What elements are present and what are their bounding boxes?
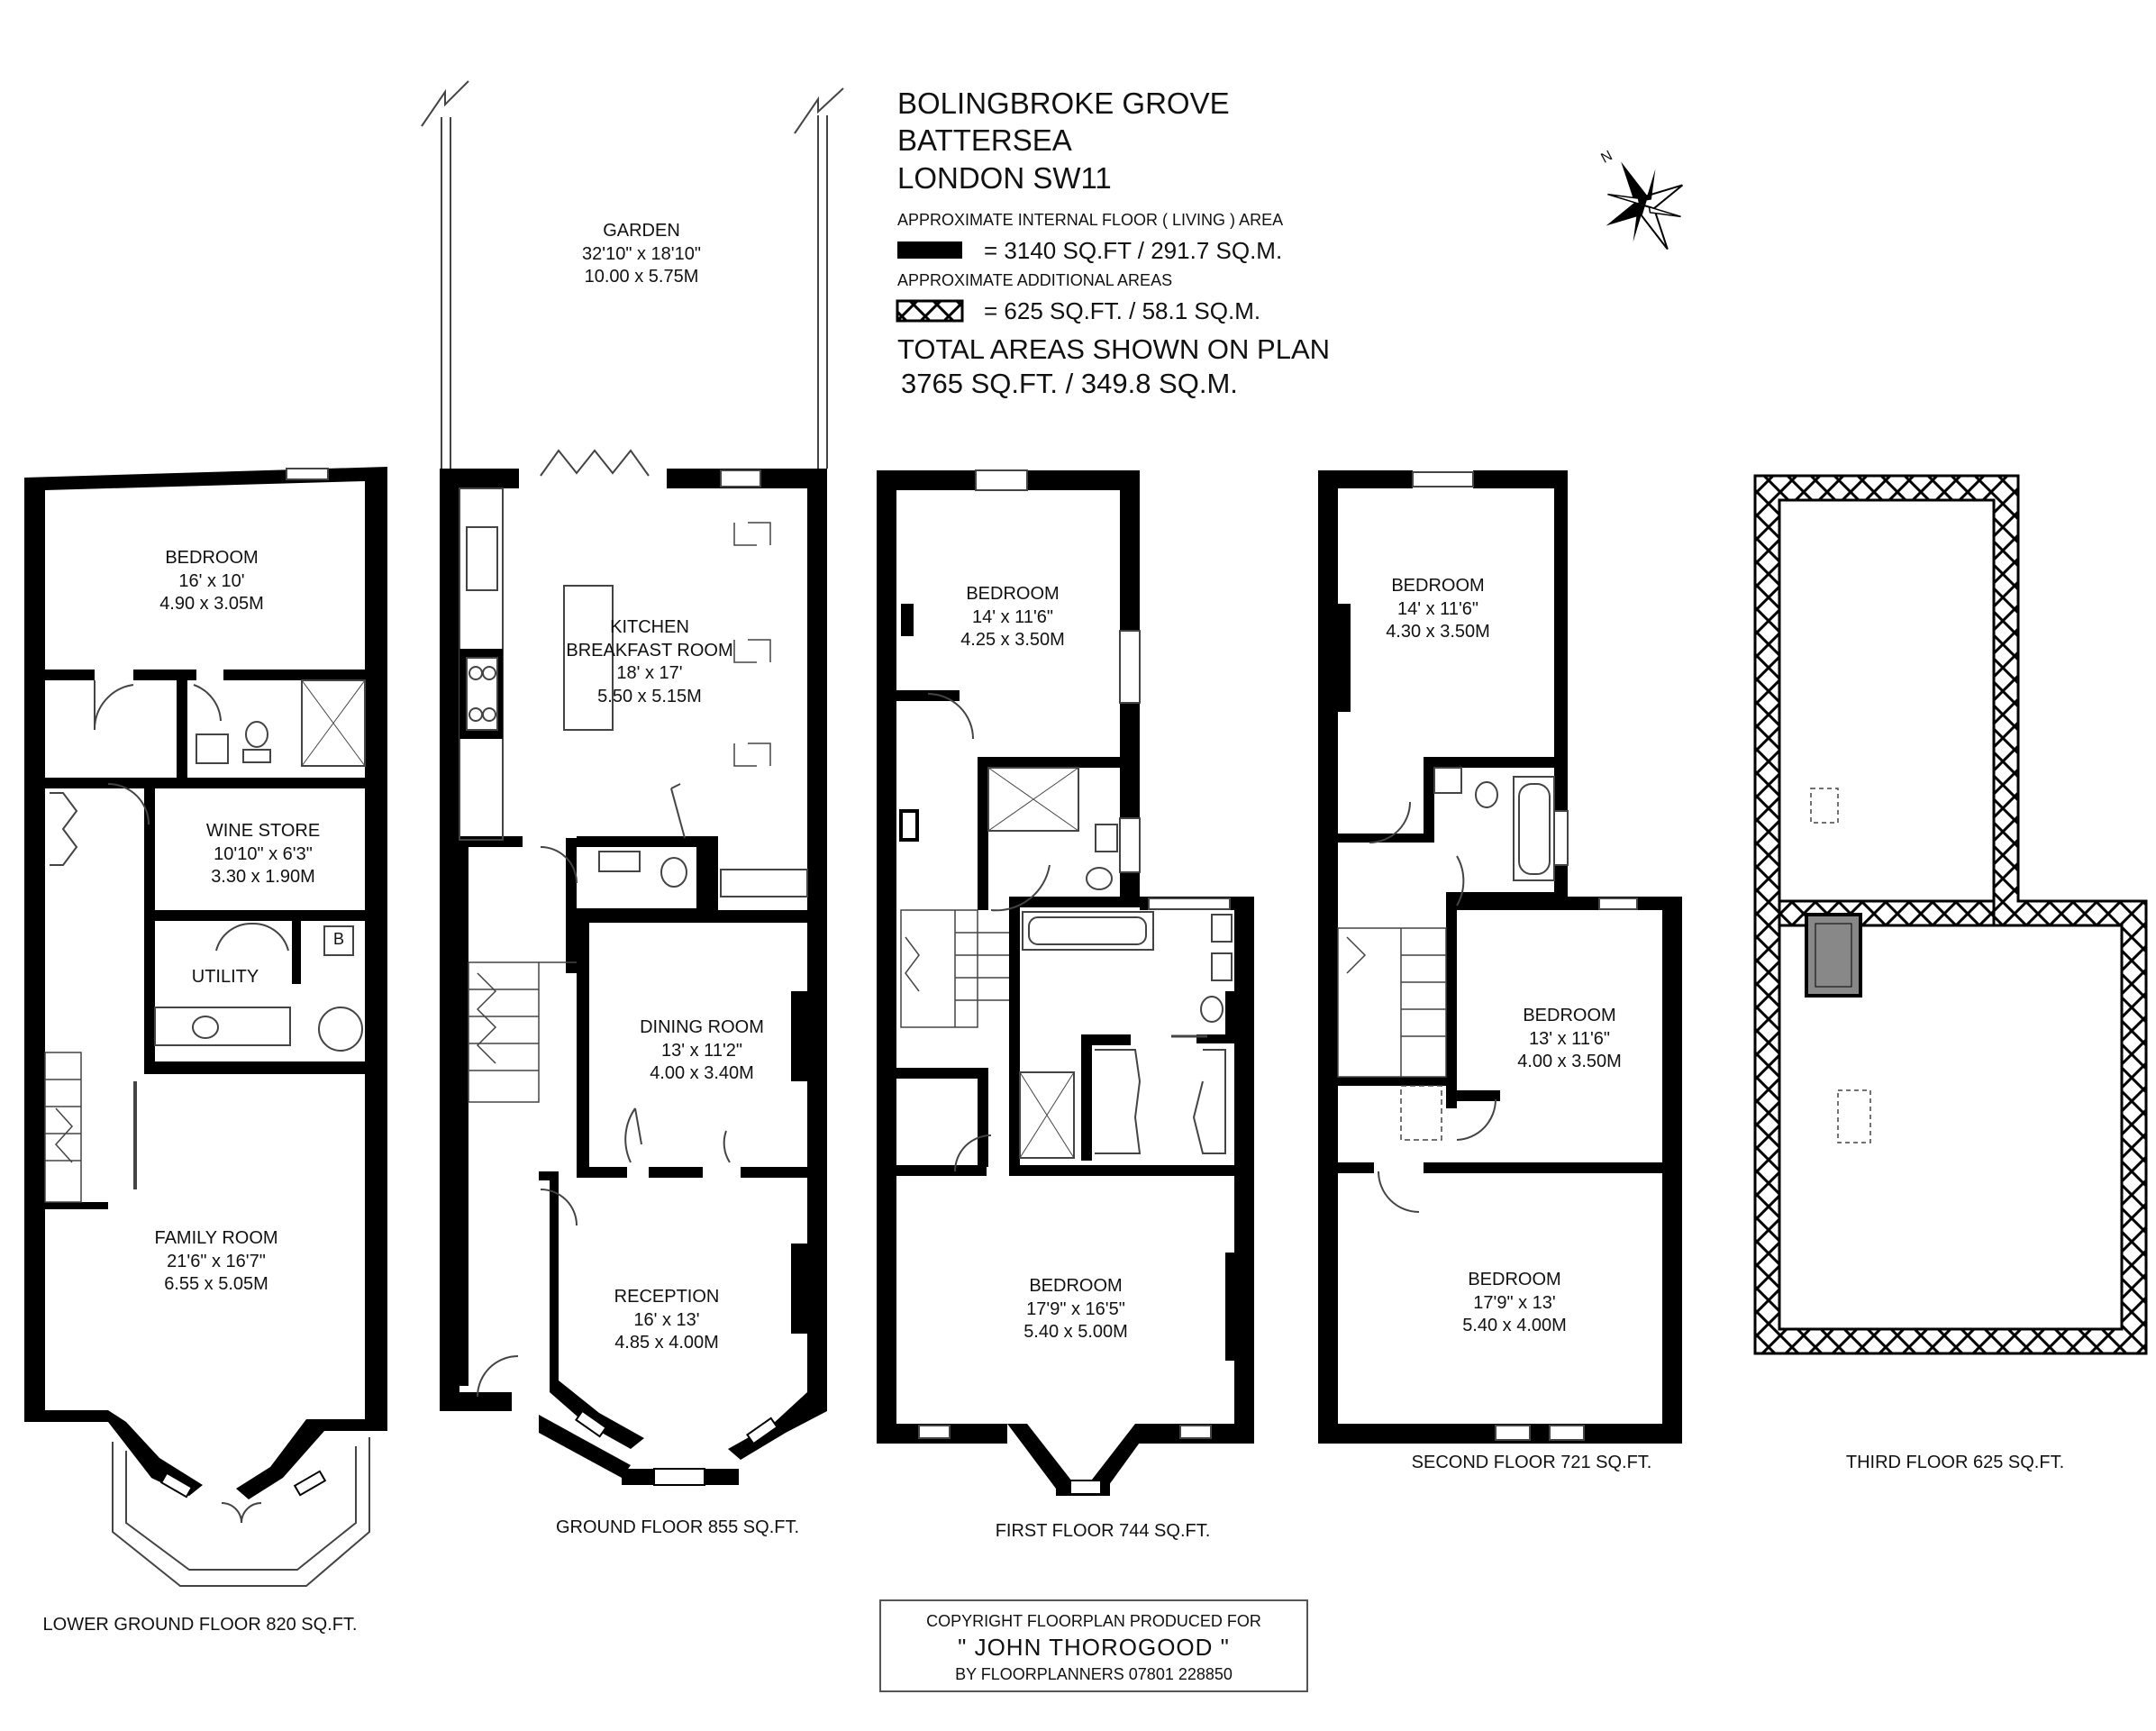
floor-caption-second: SECOND FLOOR 721 SQ.FT. [1411, 1453, 1652, 1472]
additional-area-label: APPROXIMATE ADDITIONAL AREAS [897, 271, 1173, 289]
room-label-boiler: B [332, 930, 345, 948]
first-floor-plan [877, 469, 1254, 1496]
north-compass-icon [1606, 161, 1684, 251]
copyright-line-1: COPYRIGHT FLOORPLAN PRODUCED FOR [926, 1612, 1261, 1630]
copyright-box: COPYRIGHT FLOORPLAN PRODUCED FOR " JOHN … [879, 1599, 1308, 1692]
additional-area-swatch [896, 299, 964, 323]
lg-bay-terrace-line [112, 1437, 370, 1587]
ground-floor-plan [421, 80, 844, 1486]
additional-area-value: = 625 SQ.FT. / 58.1 SQ.M. [984, 297, 1261, 324]
total-area-value: 3765 SQ.FT. / 349.8 SQ.M. [901, 368, 1238, 399]
floor-caption-third: THIRD FLOOR 625 SQ.FT. [1845, 1453, 2065, 1472]
address-line-1: BOLINGBROKE GROVE [897, 87, 1230, 120]
internal-area-label: APPROXIMATE INTERNAL FLOOR ( LIVING ) AR… [897, 211, 1284, 229]
second-floor-plan [1318, 470, 1682, 1444]
address-line-2: BATTERSEA [897, 123, 1072, 158]
copyright-client-name: " JOHN THOROGOOD " [958, 1634, 1230, 1662]
property-address: BOLINGBROKE GROVE BATTERSEA LONDON SW11 [897, 85, 1230, 196]
third-floor-plan [1753, 474, 2148, 1355]
total-area-label: TOTAL AREAS SHOWN ON PLAN [897, 333, 1331, 365]
floor-caption-lower-ground: LOWER GROUND FLOOR 820 SQ.FT. [42, 1615, 358, 1635]
ground-bay-wall [539, 1171, 644, 1478]
floor-caption-ground: GROUND FLOOR 855 SQ.FT. [555, 1517, 800, 1537]
internal-area-swatch [897, 241, 962, 259]
floor-caption-first: FIRST FLOOR 744 SQ.FT. [995, 1521, 1211, 1541]
lower-ground-floor-plan [24, 467, 387, 1587]
room-label-utility: UTILITY [191, 967, 259, 987]
internal-area-value: = 3140 SQ.FT / 291.7 SQ.M. [984, 237, 1283, 264]
address-line-3: LONDON SW11 [897, 160, 1112, 195]
copyright-line-3: BY FLOORPLANNERS 07801 228850 [955, 1665, 1233, 1684]
